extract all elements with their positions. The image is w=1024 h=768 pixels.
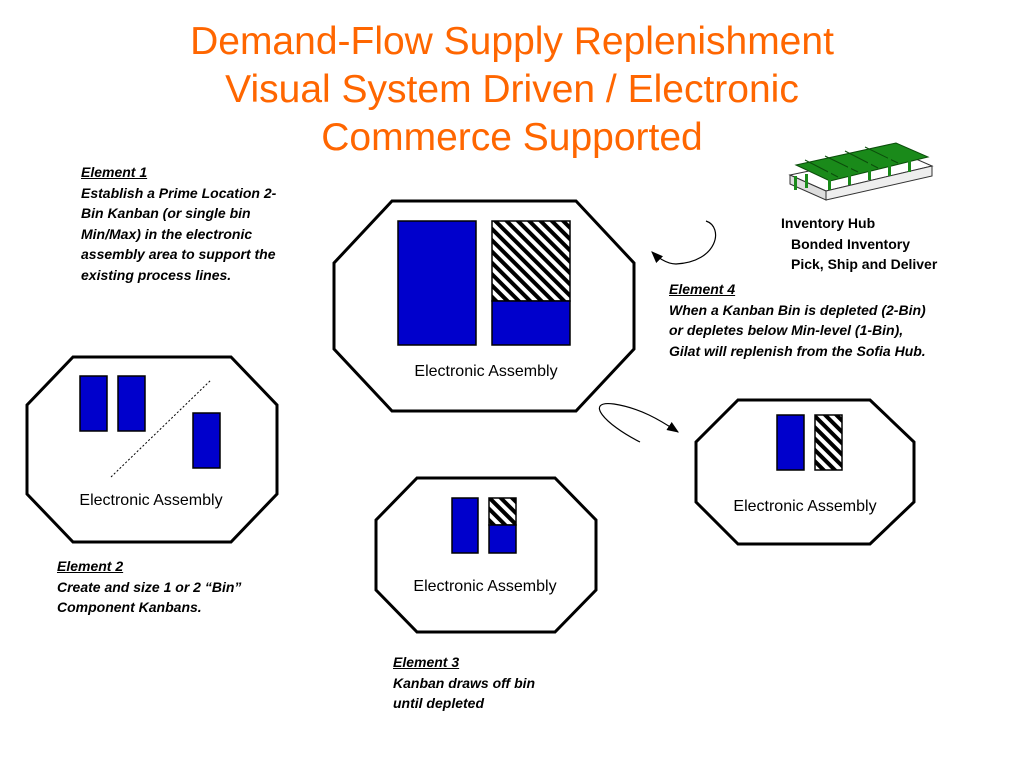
- assembly-cell-bottom: Electronic Assembly: [374, 476, 598, 634]
- bin-depleted-hatched: [488, 497, 517, 526]
- element-3-line: until depleted: [393, 695, 484, 711]
- cell-label-right: Electronic Assembly: [733, 498, 876, 515]
- warehouse-icon: [788, 142, 934, 201]
- element-4-line: Gilat will replenish from the Sofia Hub.: [669, 342, 926, 359]
- title-line-2: Visual System Driven / Electronic: [225, 68, 799, 111]
- replenish-arrow-to-main: [651, 220, 716, 265]
- hub-line: Pick, Ship and Deliver: [791, 256, 938, 272]
- element-3-heading: Element 3: [393, 654, 460, 670]
- element-2-line: Component Kanbans.: [57, 599, 202, 615]
- element-1-line: Min/Max) in the electronic: [81, 225, 253, 242]
- element-4-line: or depletes below Min-level (1-Bin),: [669, 322, 904, 338]
- inventory-hub-caption: Inventory Hub Bonded Inventory Pick, Shi…: [781, 213, 937, 275]
- cell-label-main: Electronic Assembly: [414, 363, 557, 380]
- element-2-line: Create and size 1 or 2 “Bin”: [57, 578, 242, 595]
- component-bin: [776, 414, 805, 471]
- cell-label-left: Electronic Assembly: [79, 492, 222, 509]
- bin-full: [397, 220, 477, 346]
- element-2-heading: Element 2: [57, 558, 124, 574]
- bin-partial: [488, 524, 517, 554]
- element-1-line: Bin Kanban (or single bin: [81, 205, 251, 221]
- element-4-heading: Element 4: [669, 281, 736, 297]
- replenish-arrow-to-right: [598, 402, 679, 443]
- element-4-note: Element 4 When a Kanban Bin is depleted …: [669, 279, 926, 361]
- hub-title: Inventory Hub: [781, 215, 876, 231]
- component-bin: [79, 375, 108, 432]
- title-line-3: Commerce Supported: [321, 116, 703, 159]
- element-3-note: Element 3 Kanban draws off bin until dep…: [393, 652, 535, 714]
- hub-line: Bonded Inventory: [791, 235, 911, 252]
- bin-depleted-hatched: [814, 414, 843, 471]
- element-4-line: When a Kanban Bin is depleted (2-Bin): [669, 301, 926, 318]
- dotted-divider: [110, 379, 212, 478]
- assembly-cell-main: Electronic Assembly: [332, 199, 636, 413]
- element-3-line: Kanban draws off bin: [393, 674, 536, 691]
- assembly-cell-right: Electronic Assembly: [694, 398, 916, 546]
- component-bin: [117, 375, 146, 432]
- bin-depleted-hatched: [491, 220, 571, 302]
- element-1-heading: Element 1: [81, 164, 148, 180]
- element-1-line: existing process lines.: [81, 266, 232, 283]
- element-2-note: Element 2 Create and size 1 or 2 “Bin” C…: [57, 556, 241, 618]
- element-1-note: Element 1 Establish a Prime Location 2- …: [81, 162, 276, 285]
- element-1-line: assembly area to support the: [81, 246, 276, 262]
- assembly-cell-left: Electronic Assembly: [25, 355, 279, 544]
- cell-label-bottom: Electronic Assembly: [413, 578, 556, 595]
- element-1-line: Establish a Prime Location 2-: [81, 184, 277, 201]
- title-line-1: Demand-Flow Supply Replenishment: [190, 20, 834, 63]
- slide-title: Demand-Flow Supply Replenishment Visual …: [0, 18, 1024, 162]
- component-bin: [192, 412, 221, 469]
- bin-partial: [491, 300, 571, 346]
- component-bin: [451, 497, 479, 554]
